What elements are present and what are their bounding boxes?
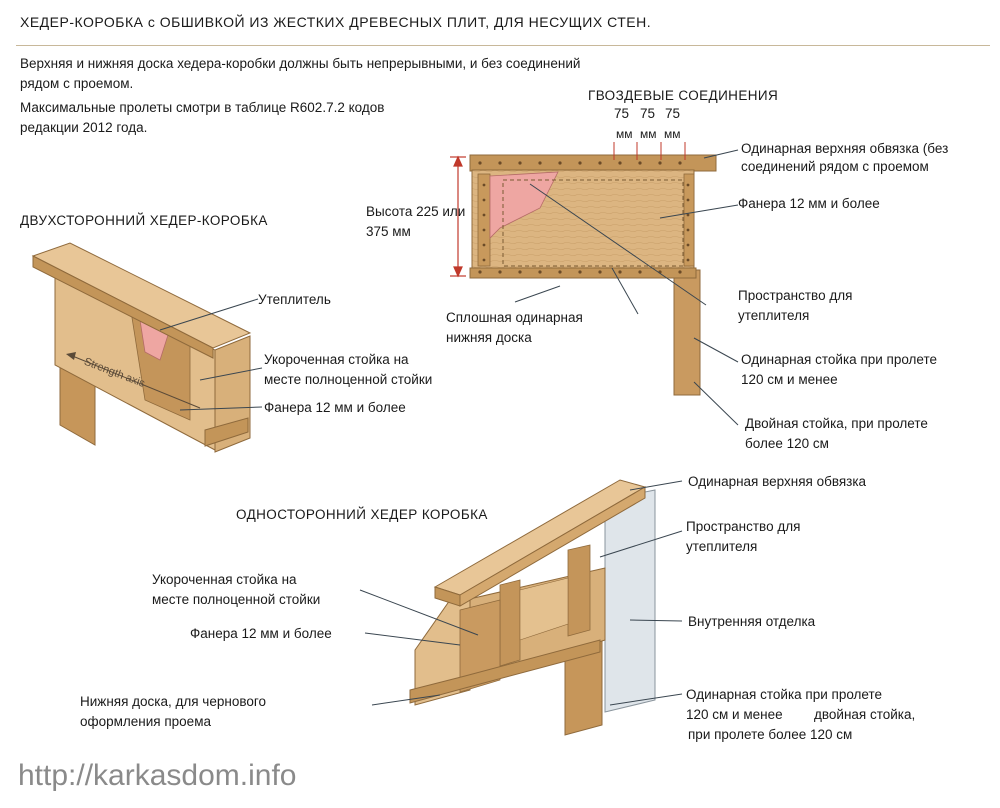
single-box-leaders <box>359 480 683 706</box>
double-sided-box <box>31 242 263 453</box>
interior-finish-board <box>604 489 656 713</box>
bottom-board-label-2: нижняя доска <box>446 330 532 345</box>
intro-line-3: Максимальные пролеты смотри в таблице R6… <box>20 100 385 115</box>
single-insulation-label-2: утеплителя <box>686 539 758 554</box>
nail-spacing-3: 75 <box>665 106 681 121</box>
section-bottom-board <box>469 267 697 279</box>
nail-unit-1: мм <box>616 127 633 141</box>
double-box-leaders <box>159 298 263 411</box>
intro-line-4: редакции 2012 года. <box>20 120 148 135</box>
single-bottom-board-label-1: Нижняя доска, для чернового <box>80 694 266 709</box>
double-cripple-label-2: месте полноценной стойки <box>264 372 433 387</box>
single-cripple-label-1: Укороченная стойка на <box>152 572 297 587</box>
nail-unit-2: мм <box>640 127 657 141</box>
single-bottom-board-label-2: оформления проема <box>80 714 211 729</box>
single-plywood-label: Фанера 12 мм и более <box>190 626 332 641</box>
double-cripple-label-1: Укороченная стойка на <box>264 352 409 367</box>
interior-finish-label: Внутренняя отделка <box>688 614 816 629</box>
nail-unit-3: мм <box>664 127 681 141</box>
section-stud <box>673 269 701 396</box>
single-stud-label-2: 120 см и менее <box>741 372 838 387</box>
nailing-title: ГВОЗДЕВЫЕ СОЕДИНЕНИЯ <box>588 88 779 103</box>
single-sided-title: ОДНОСТОРОННИЙ ХЕДЕР КОРОБКА <box>236 507 488 522</box>
single-insulation-label-1: Пространство для <box>686 519 801 534</box>
nail-spacing-1: 75 <box>614 106 630 121</box>
nail-spacing-ticks <box>613 142 686 160</box>
double-insulation-label: Утеплитель <box>258 292 331 307</box>
single-stud-label-2: 120 см и менее <box>686 707 783 722</box>
title-divider <box>16 45 990 46</box>
single-sided-box <box>359 479 683 736</box>
section-top-plate-label-1: Одинарная верхняя обвязка (без <box>741 141 949 156</box>
nail-spacing-2: 75 <box>640 106 656 121</box>
intro-line-2: рядом с проемом. <box>20 76 134 91</box>
section-insulation <box>489 171 559 239</box>
section-view <box>450 142 739 426</box>
double-sided-title: ДВУХСТОРОННИЙ ХЕДЕР-КОРОБКА <box>20 213 268 228</box>
diagram-title: ХЕДЕР-КОРОБКА с ОБШИВКОЙ ИЗ ЖЕСТКИХ ДРЕВ… <box>20 14 652 30</box>
section-insulation-label-2: утеплителя <box>738 308 810 323</box>
double-plywood-label: Фанера 12 мм и более <box>264 400 406 415</box>
section-leaders <box>514 149 739 426</box>
section-insulation-label-1: Пространство для <box>738 288 853 303</box>
single-stud-label-1: Одинарная стойка при пролете <box>686 687 883 702</box>
single-cripple-label-2: месте полноценной стойки <box>152 592 321 607</box>
single-stud-label-2b: двойная стойка, <box>814 707 916 722</box>
bottom-board-label-1: Сплошная одинарная <box>446 310 583 325</box>
section-nails <box>478 161 690 274</box>
single-stud-label-1: Одинарная стойка при пролете <box>741 352 938 367</box>
section-top-plate-label-2: соединений рядом с проемом <box>741 159 929 174</box>
double-stud-label-2: более 120 см <box>745 436 829 451</box>
height-label-2: 375 мм <box>366 224 411 239</box>
single-stud-label-3: при пролете более 120 см <box>688 727 853 742</box>
source-url: http://karkasdom.info <box>18 759 297 792</box>
section-height-dimension <box>450 155 466 278</box>
section-plywood-label: Фанера 12 мм и более <box>738 196 880 211</box>
intro-line-1: Верхняя и нижняя доска хедера-коробки до… <box>20 56 581 71</box>
double-stud-label-1: Двойная стойка, при пролете <box>745 416 928 431</box>
height-label-1: Высота 225 или <box>366 204 466 219</box>
single-top-plate-label: Одинарная верхняя обвязка <box>688 474 867 489</box>
single-box-bottom-board <box>409 639 601 704</box>
